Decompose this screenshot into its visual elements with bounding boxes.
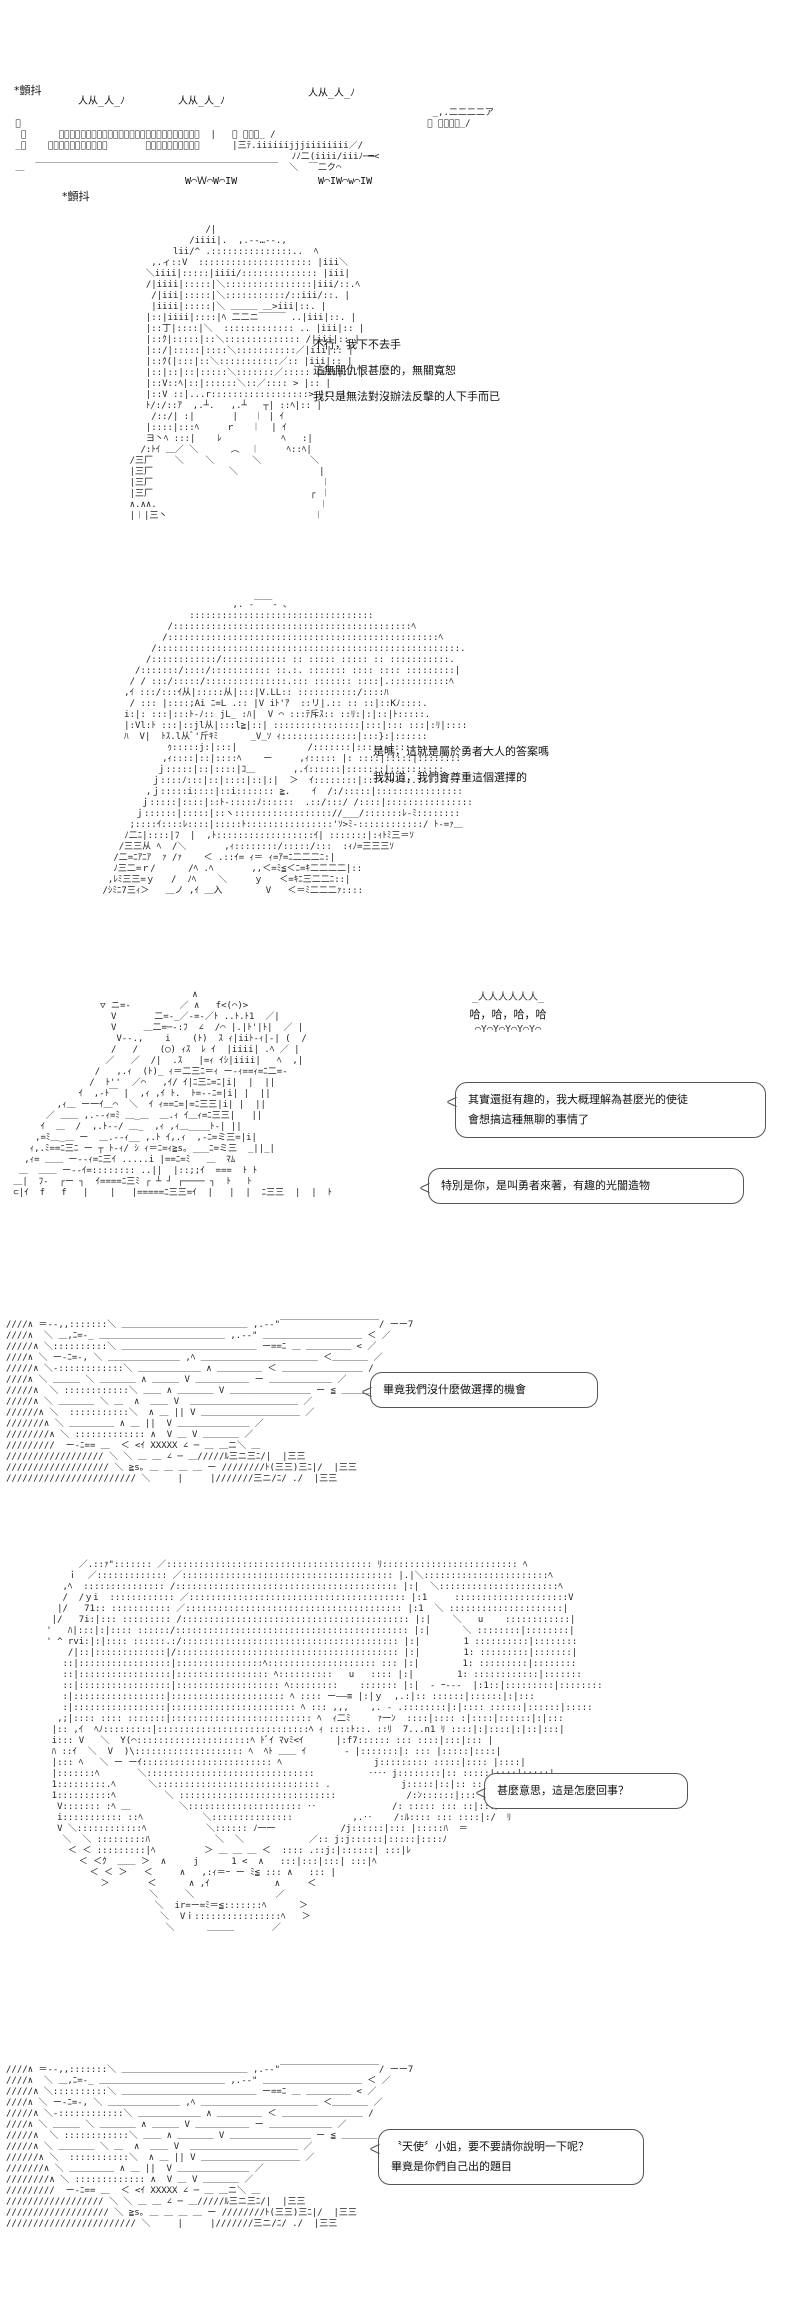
sfx-shake-top: *顫抖	[14, 84, 42, 97]
speech-bubble-4a: 其實還挺有趣的，我大概理解為甚麼光的使徒 會想搞這種無聊的事情了	[455, 1082, 766, 1138]
speech-bubble-6: 甚麼意思，這是怎麼回事？	[484, 1773, 688, 1809]
laugh-bubble: _人人人人人人_ 哈，哈，哈，哈 ⌒Y⌒Y⌒Y⌒Y⌒Y⌒	[448, 992, 568, 1036]
panel-7: ////∧ ＝--,,:::::::＼ ＿＿＿＿＿＿＿＿＿＿＿＿＿＿ ,.-‐"…	[0, 2065, 800, 2299]
dialogue-line: 我知道，我們會尊重這個選擇的	[373, 771, 527, 784]
shout-mark-3: 人从_人_ﾉ	[308, 88, 356, 99]
laugh-bubble-top-edge: _人人人人人人_	[471, 992, 545, 1003]
closeup-art-striped-2: ////∧ ＝--,,:::::::＼ ＿＿＿＿＿＿＿＿＿＿＿＿＿＿ ,.-‐"…	[6, 2065, 414, 2229]
character-art-girl-portrait: ／.::ｧ"::::::: ／:::::::::::::::::::::::::…	[46, 1560, 603, 1933]
panel-3: ,. ‐￣￣‐ ､ ::::::::::::::::::::::::::::::…	[0, 600, 800, 980]
panel-1: *顫抖 人从_人_ﾉ 人从_人_ﾉ 人从_人_ﾉ _,.二二二二ア ﾞ ／ ＿	[0, 60, 800, 203]
laugh-text: 哈，哈，哈，哈	[469, 1008, 547, 1021]
shout-mark-5: W⌒IW⌒w⌒IW	[318, 176, 373, 187]
closeup-art-striped-1: ////∧ ＝--,,:::::::＼ ＿＿＿＿＿＿＿＿＿＿＿＿＿＿ ,.-‐"…	[6, 1320, 414, 1484]
character-art-covering-face: /| /iiii|. ,.-‐…‐-., lii/^ .::::::::::::…	[129, 225, 365, 521]
bubble-line: 特別是你，是叫勇者來著，有趣的光闇造物	[441, 1179, 650, 1192]
speech-bubble-5: 畢竟我們沒什麼做選擇的機會	[370, 1372, 598, 1408]
shout-mark-2: 人从_人_ﾉ	[178, 96, 226, 107]
dialogue-line: 不行，我下不去手	[313, 338, 401, 351]
dialogue-line: 這無關仇恨甚麽的，無關寬恕	[313, 364, 456, 377]
shout-mark-1: 人从_人_ﾉ	[78, 96, 126, 107]
speech-bubble-7: 〝天使〞小姐，要不要請你說明一下呢？ 畢竟是你們自己出的題目	[378, 2129, 644, 2185]
bubble-line: 畢竟是你們自己出的題目	[391, 2160, 512, 2173]
speech-bubble-4b: 特別是你，是叫勇者來著，有趣的光闇造物	[428, 1168, 744, 1204]
laugh-bubble-bottom-edge: ⌒Y⌒Y⌒Y⌒Y⌒Y⌒	[474, 1024, 542, 1035]
dialogue-line: 我只是無法對沒辦法反擊的人下手而已	[313, 390, 500, 403]
bubble-line: 其實還挺有趣的，我大概理解為甚麼光的使徒	[468, 1093, 688, 1106]
panel-2: /| /iiii|. ,.-‐…‐-., lii/^ .::::::::::::…	[0, 225, 800, 570]
sfx-shake-bottom: *顫抖	[62, 190, 90, 203]
panel-5: ////∧ ＝--,,:::::::＼ ＿＿＿＿＿＿＿＿＿＿＿＿＿＿ ,.-‐"…	[0, 1320, 800, 1550]
bubble-line: 甚麼意思，這是怎麼回事？	[497, 1784, 629, 1797]
bubble-line: 畢竟我們沒什麼做選擇的機會	[383, 1383, 526, 1396]
character-art-long-hair: ,. ‐￣￣‐ ､ ::::::::::::::::::::::::::::::…	[102, 600, 473, 896]
dialogue-line: 是嗎，這就是屬於勇者大人的答案嗎	[373, 745, 549, 758]
bubble-line: 〝天使〞小姐，要不要請你說明一下呢？	[391, 2140, 589, 2153]
creature-art-laughing: ∧ ▽ ニ=- ／ ∧ f<(⌒)> V 二=-_／‐=-／ﾄ ..ﾄ.ﾄ1 ／…	[13, 990, 333, 1198]
panel-4: ∧ ▽ ニ=- ／ ∧ f<(⌒)> V 二=-_／‐=-／ﾄ ..ﾄ.ﾄ1 ／…	[0, 990, 800, 1300]
shout-mark-4: W⌒Ｗ⌒W⌒IW	[185, 176, 238, 187]
sfx-shake-art: _,.二二二二ア ﾞ ／ ＿＿＿＿_/ ﾞ ￣￣￣￣￣￣￣￣￣￣￣￣￣￣￣￣￣￣…	[10, 108, 494, 173]
bubble-line: 會想搞這種無聊的事情了	[468, 1113, 589, 1126]
panel-6: ／.::ｧ"::::::: ／:::::::::::::::::::::::::…	[0, 1560, 800, 2040]
